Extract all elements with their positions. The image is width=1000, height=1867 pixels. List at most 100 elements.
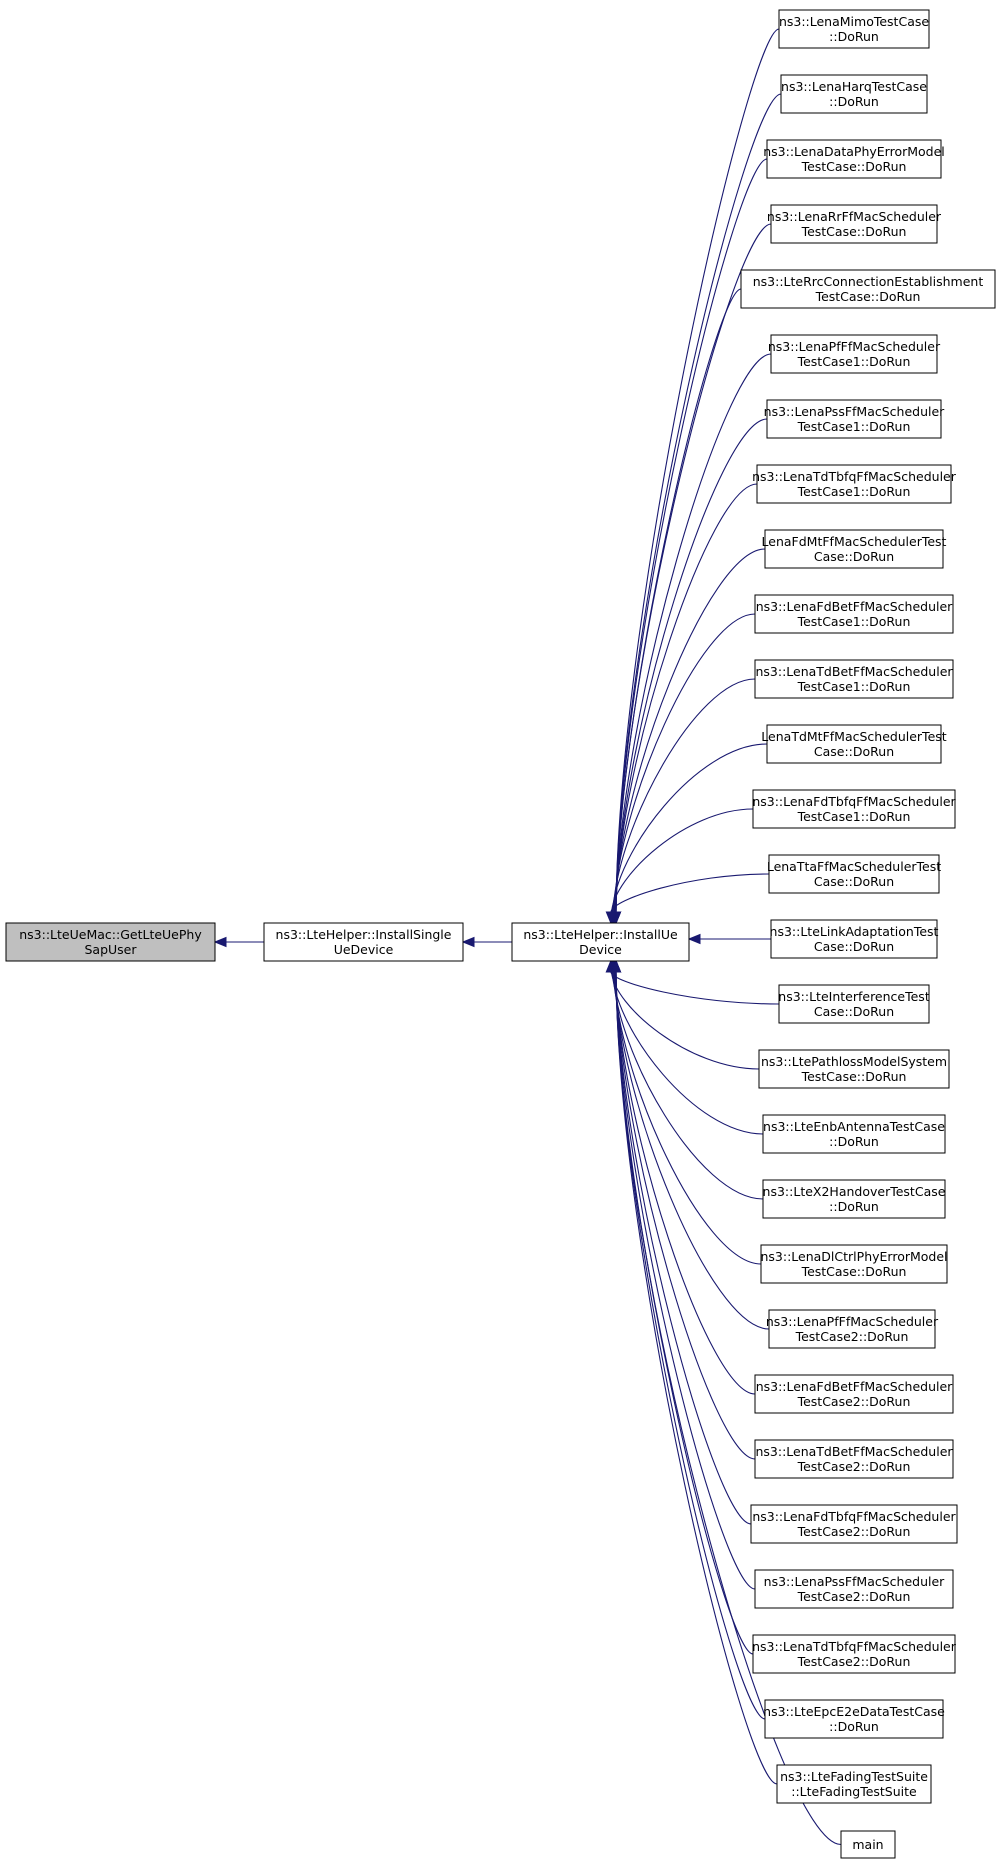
call-edge-c26-to-installue <box>610 959 754 1655</box>
node-label-line: Case::DoRun <box>814 744 894 759</box>
call-nodes: ns3::LteUeMac::GetLteUePhySapUserns3::Lt… <box>5 9 996 1859</box>
node-box <box>780 74 928 114</box>
node-box <box>752 789 956 829</box>
node-label-line: ns3::LteHelper::InstallUe <box>523 927 678 942</box>
node-box <box>766 724 942 764</box>
node-label-line: ns3::LenaPssFfMacScheduler <box>764 1574 946 1589</box>
node-label-line: Case::DoRun <box>814 1004 894 1019</box>
node-box <box>758 1049 950 1089</box>
node-label-line: Case::DoRun <box>814 939 894 954</box>
node-label-line: ns3::LenaRrFfMacScheduler <box>767 209 942 224</box>
node-box <box>764 1699 944 1739</box>
node-box <box>752 1634 956 1674</box>
node-label-line: ns3::LenaDataPhyErrorModel <box>763 144 945 159</box>
node-box <box>740 269 996 309</box>
node-label-line: ns3::LtePathlossModelSystem <box>761 1054 947 1069</box>
lenadlctrlphyerrormodeltestcase-dorun-node[interactable]: ns3::LenaDlCtrlPhyErrorModelTestCase::Do… <box>760 1244 948 1284</box>
node-box <box>768 854 940 894</box>
lenapssffmacschedulertestcase2-dorun-node[interactable]: ns3::LenaPssFfMacSchedulerTestCase2::DoR… <box>754 1569 954 1609</box>
node-label-line: ns3::LteX2HandoverTestCase <box>763 1184 946 1199</box>
ltepathlossmodelsystemtestcase-dorun-node[interactable]: ns3::LtePathlossModelSystemTestCase::DoR… <box>758 1049 950 1089</box>
node-box <box>762 1114 946 1154</box>
node-box <box>760 1244 948 1284</box>
lenatdbetffmacschedulertestcase1-dorun-node[interactable]: ns3::LenaTdBetFfMacSchedulerTestCase1::D… <box>754 659 954 699</box>
node-label-line: LenaFdMtFfMacSchedulerTest <box>762 534 947 549</box>
call-edge-c25-to-installue <box>610 959 756 1590</box>
main-node[interactable]: main <box>840 1830 896 1859</box>
call-edge-c17-to-installue <box>606 959 760 1070</box>
node-label-line: ns3::LenaTdTbfqFfMacScheduler <box>752 1639 957 1654</box>
node-label-line: ns3::LteInterferenceTest <box>778 989 930 1004</box>
node-label-line: SapUser <box>84 942 137 957</box>
lenatdbetffmacschedulertestcase2-dorun-node[interactable]: ns3::LenaTdBetFfMacSchedulerTestCase2::D… <box>754 1439 954 1479</box>
ltefadingtestsuite-ltefadingtestsuite-node[interactable]: ns3::LteFadingTestSuite::LteFadingTestSu… <box>776 1764 932 1804</box>
lenaharqtestcase-dorun-node[interactable]: ns3::LenaHarqTestCase::DoRun <box>780 74 928 114</box>
node-label-line: TestCase::DoRun <box>801 1264 907 1279</box>
node-label-line: ns3::LenaFdBetFfMacScheduler <box>756 599 953 614</box>
node-box <box>764 529 944 569</box>
call-edge-c23-to-installue <box>610 959 756 1460</box>
call-edge-c13-to-installue <box>606 808 754 925</box>
lenafdtbfqffmacschedulertestcase2-dorun-node[interactable]: ns3::LenaFdTbfqFfMacSchedulerTestCase2::… <box>750 1504 958 1544</box>
node-box <box>750 1504 958 1544</box>
node-box <box>754 1439 954 1479</box>
call-edge-c27-to-installue <box>610 959 766 1720</box>
node-label-line: TestCase2::DoRun <box>797 1524 911 1539</box>
lenafdbetffmacschedulertestcase2-dorun-node[interactable]: ns3::LenaFdBetFfMacSchedulerTestCase2::D… <box>754 1374 954 1414</box>
lteepce2edatatestcase-dorun-node[interactable]: ns3::LteEpcE2eDataTestCase::DoRun <box>763 1699 945 1739</box>
call-edge-c9-to-installue <box>609 548 766 925</box>
lterrcconnectionestablishmenttestcase-dorun-node[interactable]: ns3::LteRrcConnectionEstablishmentTestCa… <box>740 269 996 309</box>
lenapfffmacschedulertestcase2-dorun-node[interactable]: ns3::LenaPfFfMacSchedulerTestCase2::DoRu… <box>766 1309 939 1349</box>
node-box <box>754 659 954 699</box>
node-label-line: TestCase::DoRun <box>801 224 907 239</box>
node-label-line: TestCase2::DoRun <box>797 1459 911 1474</box>
lenapfffmacschedulertestcase1-dorun-node[interactable]: ns3::LenaPfFfMacSchedulerTestCase1::DoRu… <box>768 334 941 374</box>
node-label-line: ns3::LteRrcConnectionEstablishment <box>753 274 984 289</box>
node-box <box>762 1179 946 1219</box>
node-label-line: ::DoRun <box>829 29 879 44</box>
call-edge-c15-to-installue <box>687 933 771 945</box>
node-box <box>766 139 942 179</box>
lenafdtbfqffmacschedulertestcase1-dorun-node[interactable]: ns3::LenaFdTbfqFfMacSchedulerTestCase1::… <box>752 789 957 829</box>
node-label-line: LenaTdMtFfMacSchedulerTest <box>761 729 946 744</box>
lenamimotestcase-dorun-node[interactable]: ns3::LenaMimoTestCase::DoRun <box>778 9 930 49</box>
node-label-line: ns3::LenaPfFfMacScheduler <box>766 1314 939 1329</box>
call-edge-c14-to-installue <box>605 873 770 925</box>
node-label-line: ns3::LteUeMac::GetLteUePhy <box>19 927 202 942</box>
node-label-line: TestCase1::DoRun <box>797 614 911 629</box>
call-edge-c20-to-installue <box>608 959 762 1265</box>
node-label-line: ns3::LenaPfFfMacScheduler <box>768 339 941 354</box>
lenatdtbfqffmacschedulertestcase2-dorun-node[interactable]: ns3::LenaTdTbfqFfMacSchedulerTestCase2::… <box>752 1634 957 1674</box>
node-label-line: TestCase1::DoRun <box>797 484 911 499</box>
node-label-line: ::DoRun <box>829 1199 879 1214</box>
node-box <box>776 1764 932 1804</box>
call-edge-c4-to-installue <box>610 223 772 925</box>
lenafdbetffmacschedulertestcase1-dorun-node[interactable]: ns3::LenaFdBetFfMacSchedulerTestCase1::D… <box>754 594 954 634</box>
node-label-line: ns3::LenaTdBetFfMacScheduler <box>755 664 953 679</box>
node-label-line: ns3::LteEnbAntennaTestCase <box>763 1119 945 1134</box>
call-edge-c6-to-installue <box>610 353 772 925</box>
node-box <box>770 204 938 244</box>
lenatdtbfqffmacschedulertestcase1-dorun-node[interactable]: ns3::LenaTdTbfqFfMacSchedulerTestCase1::… <box>752 464 957 504</box>
call-edge-c10-to-installue <box>608 613 756 925</box>
node-label-line: Case::DoRun <box>814 549 894 564</box>
node-label-line: ns3::LenaFdTbfqFfMacScheduler <box>752 1509 956 1524</box>
node-label-line: TestCase::DoRun <box>801 1069 907 1084</box>
node-box <box>778 984 930 1024</box>
lteenbantennatestcase-dorun-node[interactable]: ns3::LteEnbAntennaTestCase::DoRun <box>762 1114 946 1154</box>
node-box <box>511 922 690 962</box>
lenadataphyerrormodeltestcase-dorun-node[interactable]: ns3::LenaDataPhyErrorModelTestCase::DoRu… <box>763 139 945 179</box>
node-label-line: UeDevice <box>334 942 394 957</box>
lenapssffmacschedulertestcase1-dorun-node[interactable]: ns3::LenaPssFfMacSchedulerTestCase1::DoR… <box>764 399 946 439</box>
ltex2handovertestcase-dorun-node[interactable]: ns3::LteX2HandoverTestCase::DoRun <box>762 1179 946 1219</box>
node-box <box>768 1309 936 1349</box>
